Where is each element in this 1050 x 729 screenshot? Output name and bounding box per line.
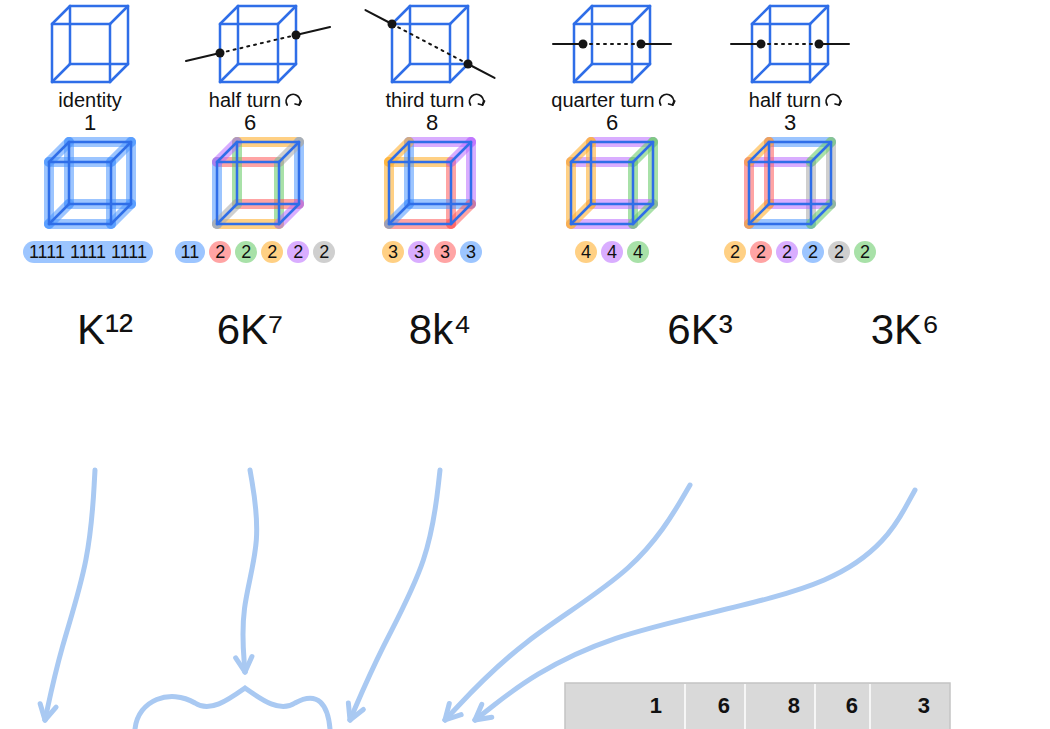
table-cell: 1 (650, 693, 662, 718)
cycle-number: 4 (601, 241, 623, 264)
cycle-number: 2 (854, 241, 876, 264)
count-number: 3 (784, 110, 796, 135)
cycle-number: 1111 1111 1111 (23, 241, 153, 264)
cube (571, 142, 653, 224)
rotation-glyph (826, 94, 841, 105)
cycle-number: 2 (828, 241, 850, 264)
cycle-number: 2 (802, 241, 824, 264)
rotation-label: half turn (209, 89, 281, 112)
cube (389, 142, 471, 224)
orbit-formula: 8k⁴ (409, 306, 471, 354)
cube (217, 142, 299, 224)
count-number: 6 (244, 110, 256, 135)
table-cell: 8 (788, 693, 800, 718)
cube (392, 6, 468, 82)
squiggle (135, 688, 330, 729)
rotation-glyph (469, 94, 484, 105)
table-header (565, 683, 950, 729)
rotation-axis (186, 27, 330, 61)
cycle-number: 2 (209, 241, 231, 264)
cube (52, 6, 128, 82)
orbit-formula: 6K⁷ (217, 306, 284, 354)
rotation-label: identity (58, 89, 121, 112)
curved-arrow (350, 470, 440, 720)
count-number: 1 (84, 110, 96, 135)
cycle-number: 4 (575, 241, 597, 264)
cycle-number: 2 (776, 241, 798, 264)
orbit-formula: 6K³ (667, 306, 732, 354)
cycle-number: 3 (434, 241, 456, 264)
table-cell: 6 (718, 693, 730, 718)
curved-arrow (243, 470, 257, 672)
rotation-glyph (660, 94, 675, 105)
cycle-number: 4 (627, 241, 649, 264)
cycle-number: 2 (724, 241, 746, 264)
cycle-number: 2 (313, 241, 335, 264)
cube (220, 6, 296, 82)
rotation-axis (365, 10, 494, 78)
cycle-number: 3 (382, 241, 404, 264)
cube (49, 142, 131, 224)
curved-arrow (475, 490, 915, 720)
curved-arrow (45, 470, 95, 720)
table-cell: 3 (918, 693, 930, 718)
curved-arrow (445, 485, 690, 720)
count-number: 6 (606, 110, 618, 135)
cycle-number: 3 (408, 241, 430, 264)
orbit-formula: 3K⁶ (871, 306, 940, 354)
count-number: 8 (426, 110, 438, 135)
table-cell: 6 (846, 693, 858, 718)
arrows (40, 470, 915, 729)
cycle-number: 11 (175, 241, 206, 264)
cycle-number: 2 (287, 241, 309, 264)
rotation-label: half turn (749, 89, 821, 112)
rotation-label: quarter turn (551, 89, 654, 112)
cycle-number: 3 (460, 241, 482, 264)
cycle-number: 2 (750, 241, 772, 264)
rotation-label: third turn (386, 89, 465, 112)
rotation-glyph (286, 94, 301, 105)
cube (752, 6, 828, 82)
cycle-number: 2 (235, 241, 257, 264)
orbit-formula: K¹² (77, 306, 133, 354)
cube (574, 6, 650, 82)
cycle-number: 2 (261, 241, 283, 264)
rotation-axis (553, 40, 671, 49)
cube (749, 142, 831, 224)
rotation-axis (731, 40, 849, 49)
